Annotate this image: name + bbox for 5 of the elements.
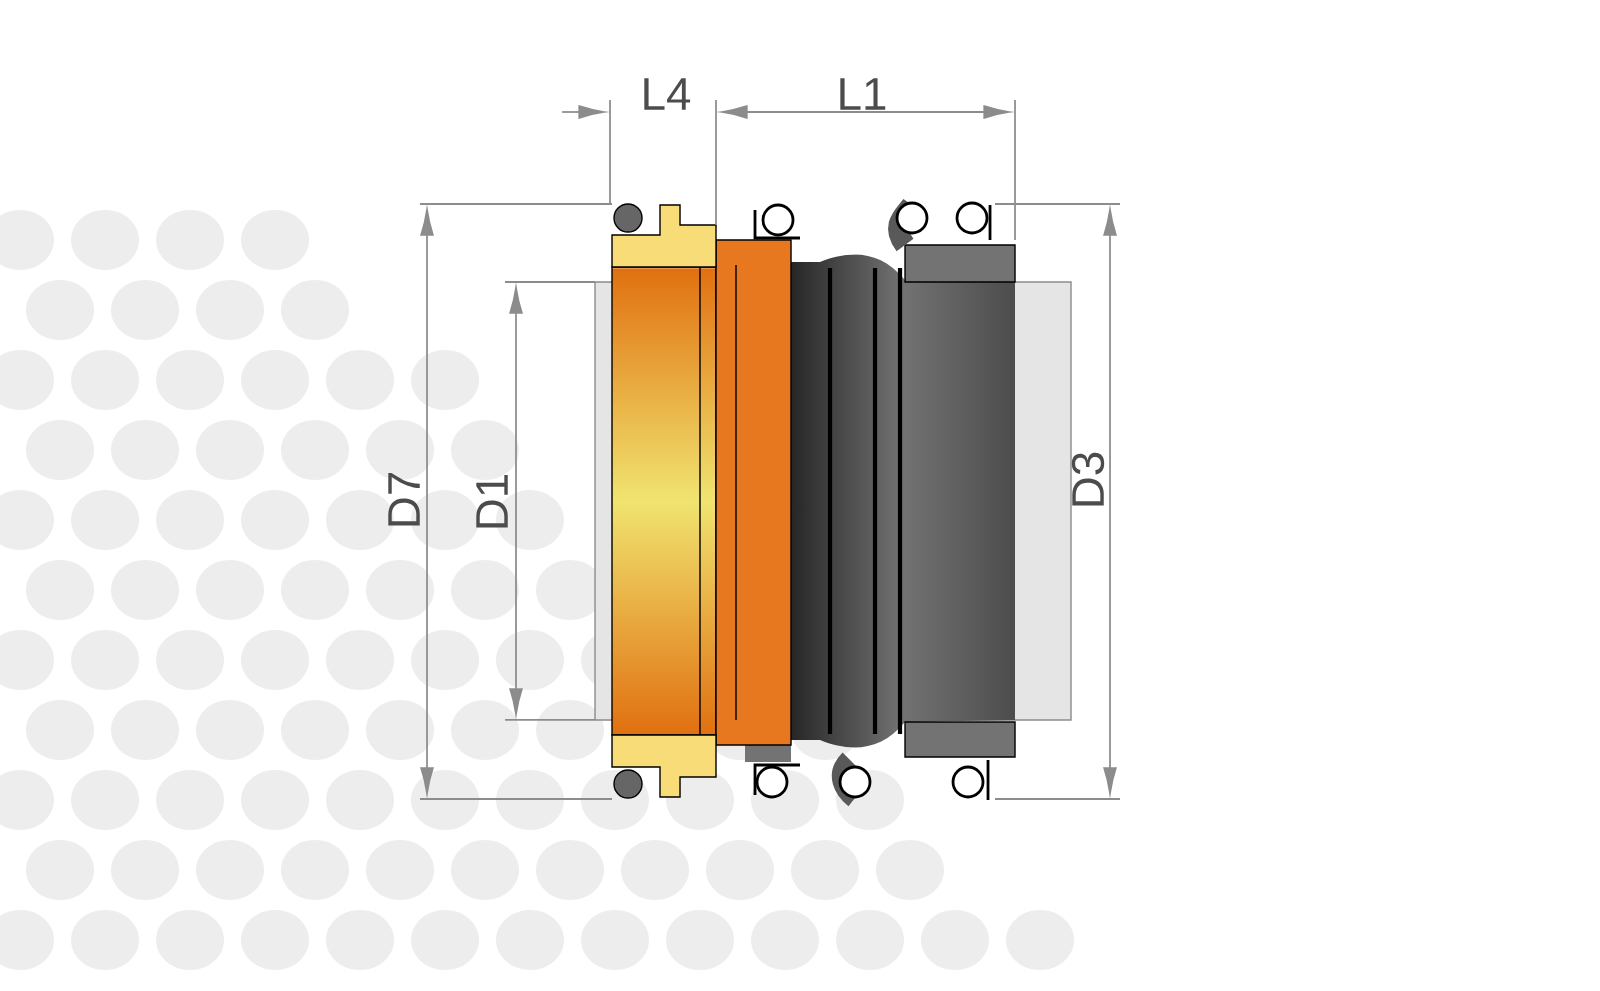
dimension-label: D3 xyxy=(1071,452,1105,506)
dimension-label: D1 xyxy=(476,475,508,528)
dimension-label: D7 xyxy=(388,473,420,526)
dimension-label: L1 xyxy=(840,78,886,110)
dimension-label: L4 xyxy=(644,78,691,110)
